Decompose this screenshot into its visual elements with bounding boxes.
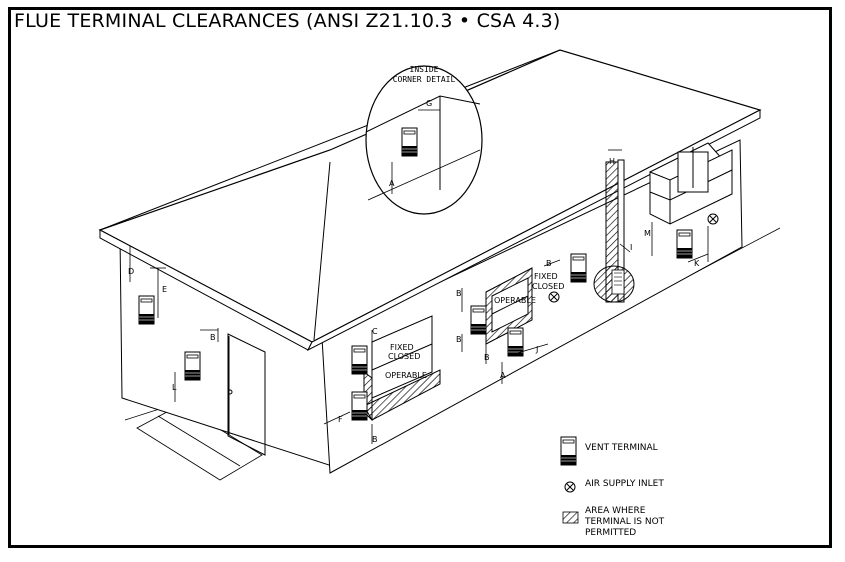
window-middle-closed-label: CLOSED [532, 282, 564, 291]
dim-label-a: A [500, 371, 506, 380]
legend-area-line3: PERMITTED [585, 528, 636, 538]
hatched-area-icon [562, 511, 579, 524]
dimension-lines [129, 149, 709, 444]
vent-terminal-icon [138, 295, 155, 325]
legend-area-line1: AREA WHERE [585, 506, 646, 516]
dim-label-g: G [426, 99, 432, 108]
dim-label-b: B [456, 289, 462, 298]
dim-label-k: K [694, 259, 700, 268]
vent-terminal-icon [676, 229, 693, 259]
dim-label-j: J [535, 345, 538, 354]
legend-area-line2: TERMINAL IS NOT [584, 517, 665, 527]
walkway-slab [136, 404, 263, 481]
balcony [649, 142, 733, 225]
dim-label-m: M [644, 229, 651, 238]
window-large-fixed-label: FIXED [390, 343, 414, 352]
chimney [593, 159, 635, 303]
inside-corner-detail: INSIDE CORNER DETAIL G A [365, 65, 483, 215]
window-large-operable-label: OPERABLE [385, 371, 427, 380]
diagram-title: FLUE TERMINAL CLEARANCES (ANSI Z21.10.3 … [14, 10, 561, 32]
air-supply-inlet-icon [548, 291, 560, 303]
detail-title-line1: INSIDE [410, 65, 439, 74]
dim-label-b: B [372, 435, 378, 444]
air-supply-inlet-icon [707, 213, 719, 225]
vent-terminal-icon [570, 253, 587, 283]
legend-air-label: AIR SUPPLY INLET [585, 479, 664, 489]
window-large-closed-label: CLOSED [388, 352, 420, 361]
vent-terminal-icon [351, 345, 368, 375]
detail-title-line2: CORNER DETAIL [393, 75, 456, 84]
window-large: FIXED CLOSED OPERABLE [363, 315, 441, 422]
window-middle-fixed-label: FIXED [534, 272, 558, 281]
dim-label-e: E [162, 285, 167, 294]
dim-label-c: C [372, 327, 378, 336]
dim-label-i: I [630, 243, 632, 252]
dim-label-f: F [338, 415, 343, 424]
dim-label-b: B [210, 333, 216, 342]
vent-terminal-icon [351, 391, 368, 421]
dim-label-a: A [389, 179, 395, 188]
entry-door [227, 333, 266, 456]
window-middle: OPERABLE FIXED CLOSED [485, 267, 564, 345]
dim-label-b: B [546, 259, 552, 268]
dim-label-h: H [609, 157, 615, 166]
dim-label-b: B [456, 335, 462, 344]
vent-terminal-icon [470, 305, 487, 335]
air-supply-inlet-icon [564, 481, 576, 493]
vent-terminal-icon [560, 436, 577, 466]
legend-vent-label: VENT TERMINAL [585, 443, 658, 453]
dimension-labels: D E L B F C B B B B A J B H I M K [128, 157, 700, 444]
vent-terminal-icon [401, 127, 418, 157]
dim-label-d: D [128, 267, 134, 276]
vent-terminal-icon [184, 351, 201, 381]
legend: VENT TERMINAL AIR SUPPLY INLET AREA WHER… [560, 436, 665, 538]
dim-label-l: L [172, 383, 177, 392]
dim-label-b: B [484, 353, 490, 362]
window-middle-operable-label: OPERABLE [494, 296, 536, 305]
